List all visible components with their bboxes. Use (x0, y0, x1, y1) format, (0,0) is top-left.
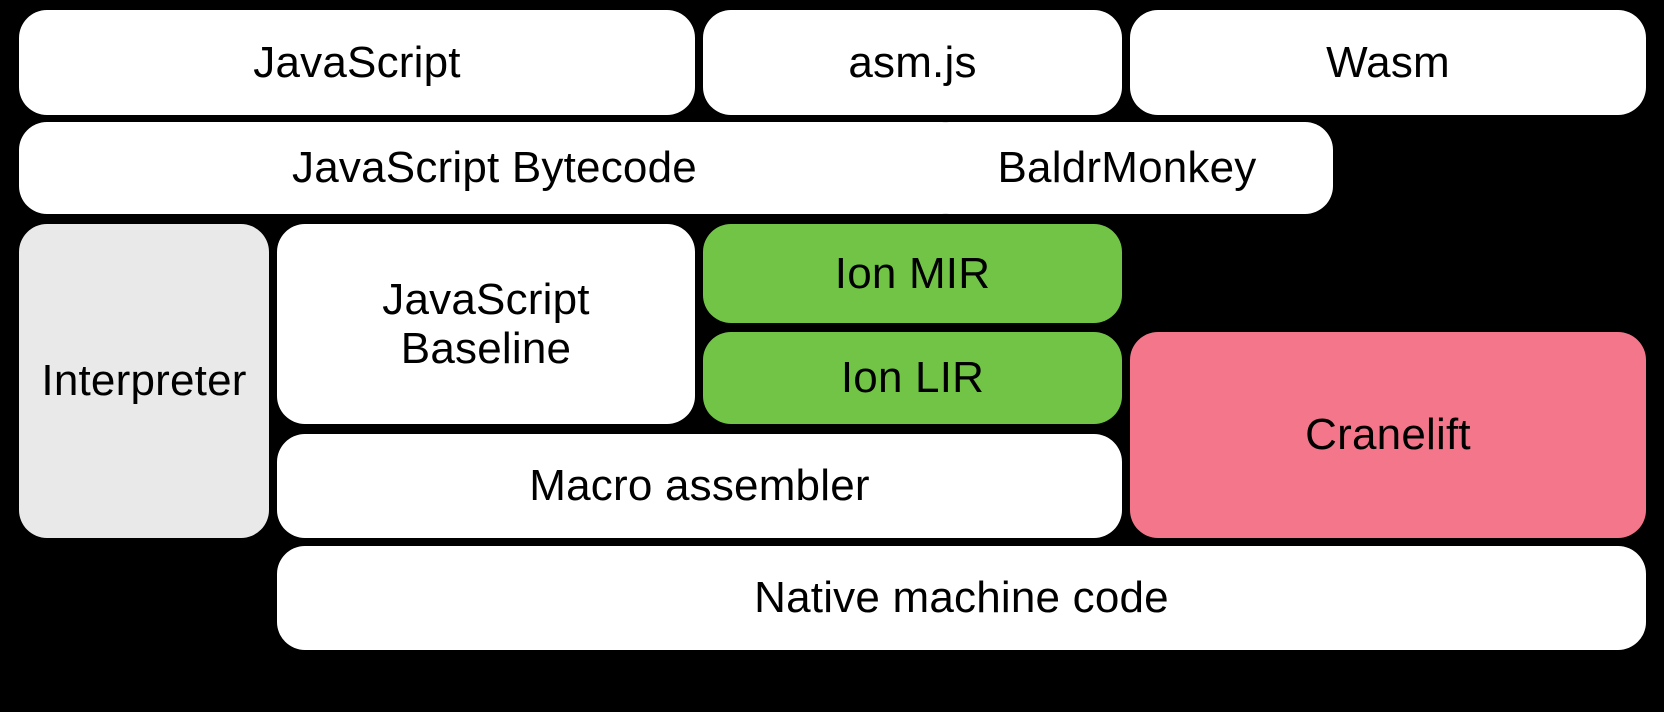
node-label: JavaScript (253, 37, 461, 87)
node-javascript[interactable]: JavaScript (19, 10, 695, 115)
node-cranelift[interactable]: Cranelift (1130, 332, 1646, 538)
node-label: Cranelift (1305, 410, 1471, 460)
node-label: Ion LIR (840, 353, 985, 403)
node-javascript-bytecode[interactable]: JavaScript Bytecode (19, 122, 970, 214)
node-asmjs[interactable]: asm.js (703, 10, 1122, 115)
node-native-machine-code[interactable]: Native machine code (277, 546, 1646, 650)
node-ion-lir[interactable]: Ion LIR (703, 332, 1122, 424)
node-label: Native machine code (754, 573, 1169, 623)
node-label: asm.js (848, 37, 977, 87)
node-label: Macro assembler (529, 461, 870, 511)
node-javascript-baseline[interactable]: JavaScript Baseline (277, 224, 695, 424)
node-label: JavaScript Baseline (382, 274, 590, 373)
node-label: Interpreter (41, 356, 247, 406)
node-label: JavaScript Bytecode (292, 143, 697, 193)
node-label: Wasm (1326, 37, 1450, 87)
node-label: Ion MIR (834, 248, 991, 298)
node-interpreter[interactable]: Interpreter (19, 224, 269, 538)
node-wasm[interactable]: Wasm (1130, 10, 1646, 115)
node-baldrmonkey[interactable]: BaldrMonkey (921, 122, 1333, 214)
node-ion-mir[interactable]: Ion MIR (703, 224, 1122, 323)
node-macro-assembler[interactable]: Macro assembler (277, 434, 1122, 538)
node-label: BaldrMonkey (997, 143, 1257, 193)
